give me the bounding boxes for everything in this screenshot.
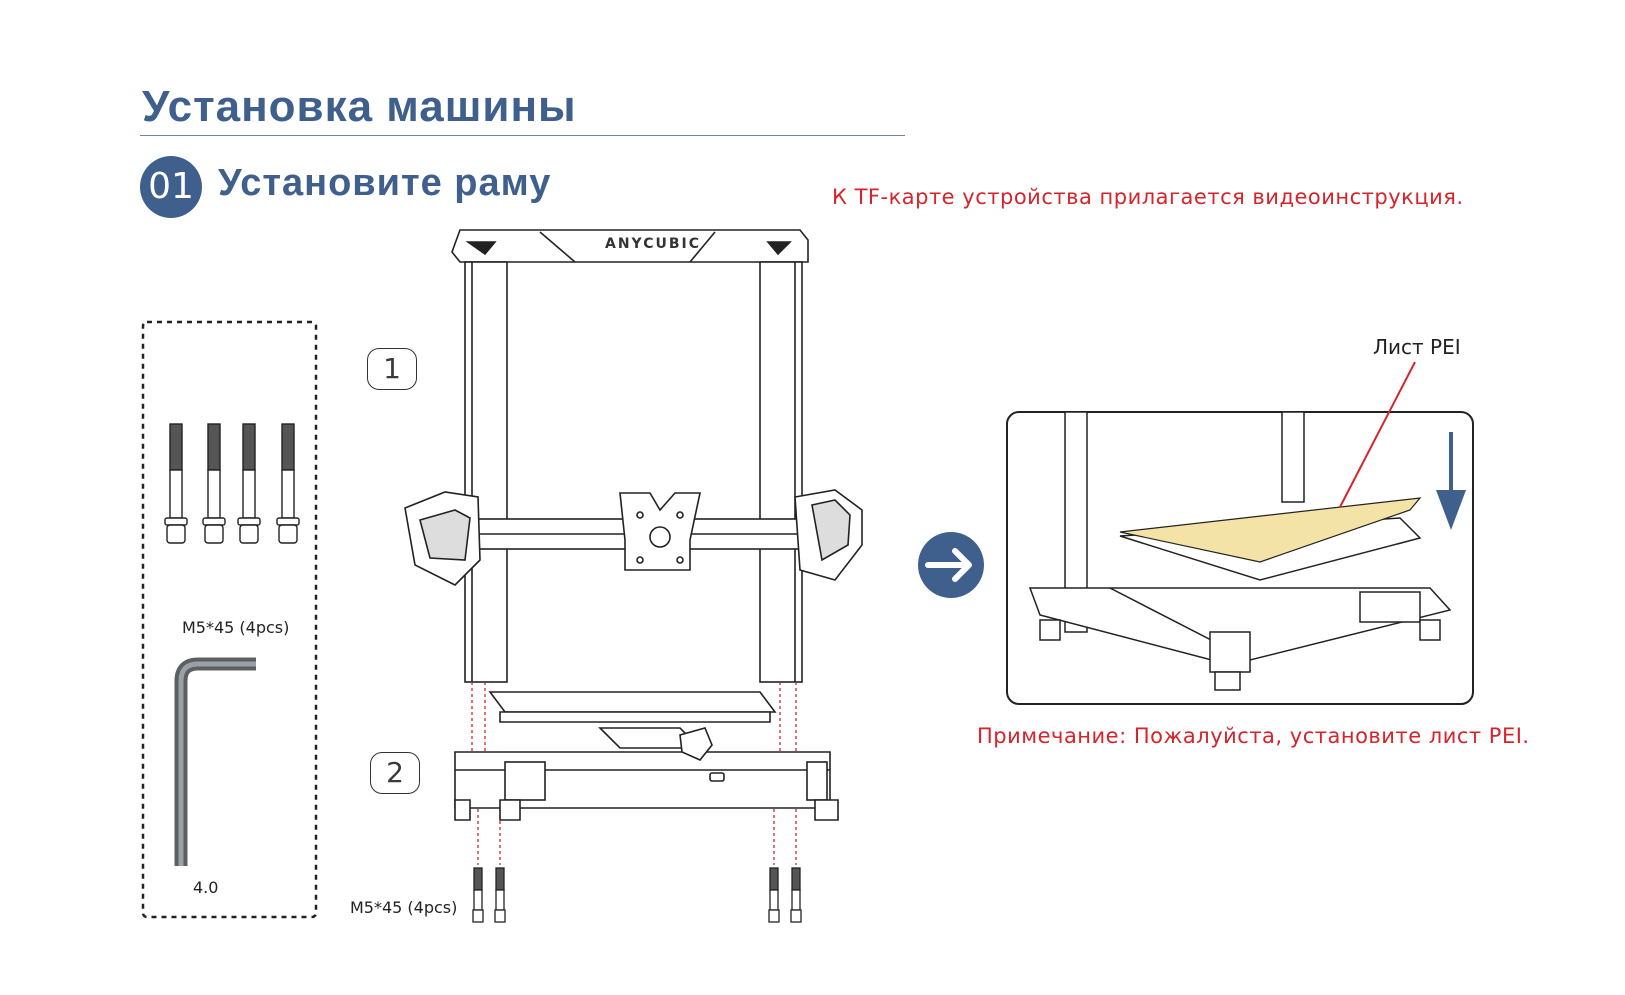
printer-base: [454, 691, 839, 821]
pei-leader-line: [1339, 361, 1416, 508]
video-instruction-note: К TF-карте устройства прилагается видеои…: [832, 185, 1464, 209]
brand-logo: ANYCUBIC: [605, 236, 701, 252]
bottom-screws-label: M5*45 (4pcs): [350, 898, 458, 917]
hex-wrench-icon: [174, 657, 256, 866]
pei-sheet-label: Лист PEI: [1373, 335, 1461, 359]
step-title: Установите раму: [218, 162, 552, 204]
screws-label: M5*45 (4pcs): [182, 618, 290, 637]
pei-install-note: Примечание: Пожалуйста, установите лист …: [977, 724, 1530, 748]
down-arrow-icon: [1436, 432, 1466, 530]
title-divider: [140, 135, 905, 136]
step-1-callout: 1: [367, 348, 417, 390]
step-number-badge: 01: [140, 156, 202, 218]
bottom-screws-icon: [472, 867, 802, 923]
wrench-size-label: 4.0: [193, 878, 219, 897]
gantry-frame: [404, 229, 863, 683]
pei-sheet: [1119, 497, 1422, 563]
page-title: Установка машины: [142, 82, 577, 131]
step-2-callout: 2: [370, 752, 420, 794]
screws-icon: [164, 423, 300, 544]
parts-box: [141, 320, 318, 919]
